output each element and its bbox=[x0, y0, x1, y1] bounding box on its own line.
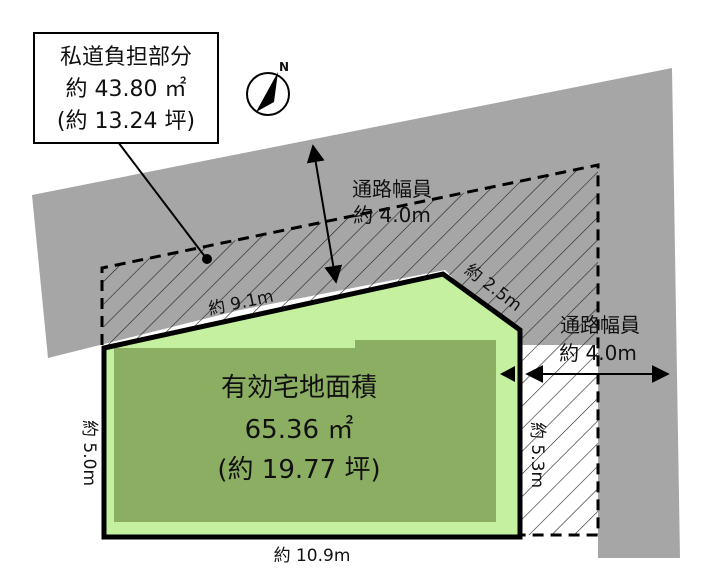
north-arrow-icon: N bbox=[246, 60, 290, 116]
private-road-burden-area bbox=[102, 165, 598, 535]
dimension-left: 約 5.0m bbox=[79, 420, 99, 486]
lot-area-tsubo: (約 19.77 坪) bbox=[217, 455, 380, 485]
road-top-width-arrow bbox=[306, 144, 343, 284]
private-road-callout-box bbox=[33, 32, 219, 144]
lot-boundary bbox=[101, 271, 523, 540]
lot-edge-marker-icon bbox=[500, 366, 515, 382]
road-top-label: 通路幅員 bbox=[352, 177, 432, 201]
callout-leader-dot bbox=[202, 254, 212, 264]
compass-label: N bbox=[279, 60, 289, 74]
dimension-bottom: 約 10.9m bbox=[274, 546, 351, 566]
callout-line-1: 私道負担部分 bbox=[60, 45, 192, 70]
callout-leader-line bbox=[117, 141, 207, 259]
lot-area-inner bbox=[114, 340, 496, 522]
private-road-burden-boundary bbox=[100, 163, 600, 537]
callout-line-3: (約 13.24 坪) bbox=[57, 109, 195, 134]
dimension-right: 約 5.3m bbox=[527, 422, 547, 488]
road-top-width: 約 4.0m bbox=[353, 203, 431, 227]
road-right-width: 約 4.0m bbox=[559, 341, 637, 365]
callout-line-2: 約 43.80 ㎡ bbox=[66, 76, 187, 102]
road-right-label: 通路幅員 bbox=[560, 313, 640, 337]
lot-title: 有効宅地面積 bbox=[221, 373, 377, 403]
lot-area: 65.36 ㎡ bbox=[245, 415, 354, 445]
